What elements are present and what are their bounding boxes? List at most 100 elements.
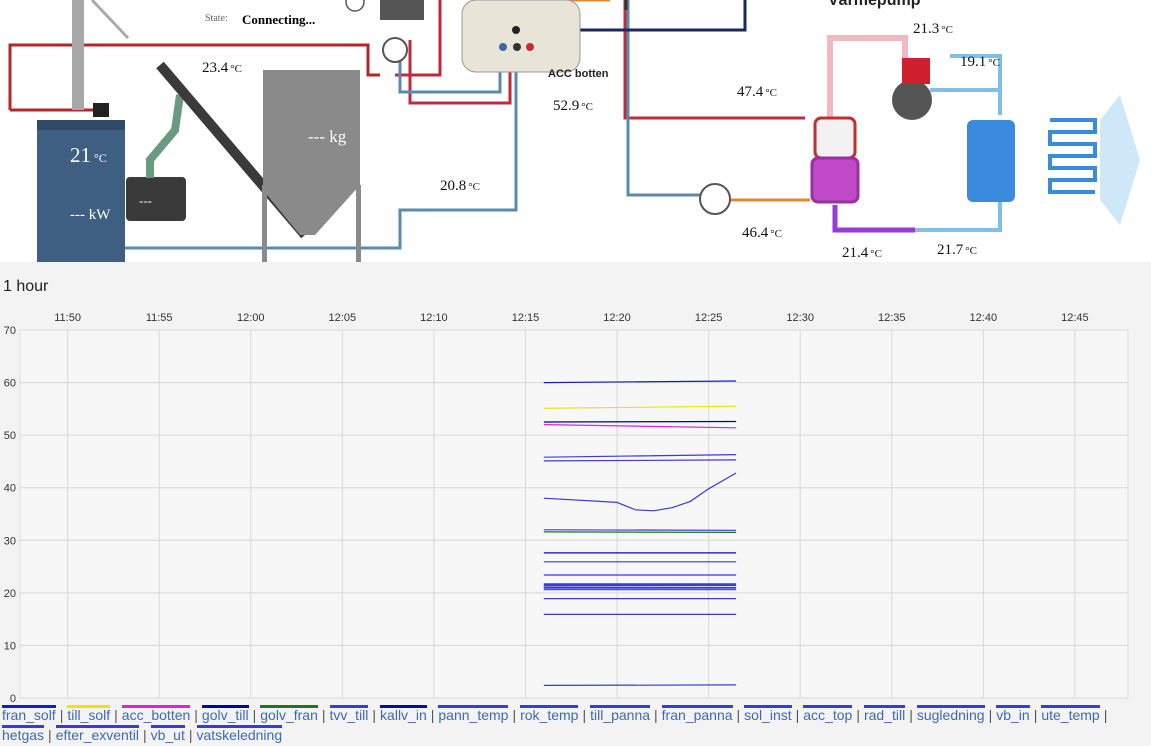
legend-label[interactable]: fran_panna	[661, 705, 733, 723]
legend-label[interactable]: rad_till	[863, 705, 906, 723]
pipe-blue-hp	[626, 0, 700, 197]
series-line-till_solf	[543, 405, 737, 409]
legend-label[interactable]: till_solf	[67, 705, 111, 723]
x-tick-label: 11:50	[54, 312, 81, 324]
pipe-red-acc	[408, 40, 512, 105]
series-line-rok_temp	[543, 459, 737, 462]
legend-separator: |	[430, 707, 435, 723]
legend-separator: |	[988, 707, 993, 723]
legend-item-golv_fran[interactable]: golv_fran|	[260, 705, 329, 725]
temp-acc-bottom: 52.9°C	[553, 98, 593, 114]
legend-item-ute_temp[interactable]: ute_temp|	[1041, 705, 1111, 725]
acc-port-4	[526, 43, 534, 51]
series-line-fran_solf	[543, 380, 737, 384]
temp-compressor-top: 21.3°C	[913, 21, 953, 37]
legend-item-acc_botten[interactable]: acc_botten|	[121, 705, 202, 725]
legend-label[interactable]: vb_ut	[150, 725, 185, 743]
y-tick-label: 40	[4, 483, 16, 495]
y-tick-label: 70	[4, 325, 16, 337]
temp-condenser-out: 21.4°C	[842, 245, 882, 261]
legend-item-rad_till[interactable]: rad_till|	[863, 705, 917, 725]
silo-leg-left	[262, 185, 267, 262]
y-tick-label: 60	[4, 378, 16, 390]
legend-label[interactable]: sugledning	[916, 705, 985, 723]
legend-label[interactable]: vb_in	[996, 705, 1030, 723]
pipe-blue-main	[125, 50, 518, 250]
temp-hp-in: 47.4°C	[737, 84, 777, 100]
silo-leg-right	[356, 185, 361, 262]
temp-hp-return: 46.4°C	[742, 225, 782, 241]
series-line-golv_till	[543, 420, 737, 423]
temp-evaporator-out: 21.7°C	[937, 242, 977, 258]
temp-boiler-out: 23.4°C	[202, 60, 242, 76]
hp-circ-pump	[699, 183, 731, 215]
acc-bottom-label: ACC botten	[548, 68, 609, 80]
series-line-acc_botten	[543, 424, 737, 429]
legend-item-sol_inst[interactable]: sol_inst|	[744, 705, 803, 725]
legend-label[interactable]: vatskeledning	[196, 725, 283, 743]
legend-separator: |	[48, 727, 52, 743]
legend-label[interactable]: acc_top	[803, 705, 853, 723]
state-label: State:	[205, 13, 228, 24]
pipe-navy-top	[530, 0, 747, 32]
series-line-pann_temp	[543, 472, 737, 512]
legend-label[interactable]: kallv_in	[380, 705, 427, 723]
legend-separator: |	[194, 707, 198, 723]
pipe-lightblue-top2	[950, 54, 1002, 90]
boiler-power: --- kW	[70, 207, 111, 223]
legend-item-sugledning[interactable]: sugledning|	[916, 705, 996, 725]
legend-label[interactable]: ute_temp	[1041, 705, 1100, 723]
legend-separator: |	[1103, 707, 1108, 723]
legend-item-golv_till[interactable]: golv_till|	[201, 705, 260, 725]
legend-label[interactable]: acc_botten	[121, 705, 191, 723]
legend-item-fran_solf[interactable]: fran_solf|	[2, 705, 67, 725]
legend-label[interactable]: golv_fran	[260, 705, 318, 723]
legend-item-acc_top[interactable]: acc_top|	[803, 705, 864, 725]
y-tick-label: 50	[4, 430, 16, 442]
pipe-purple-out	[832, 205, 915, 233]
pellet-weight: --- kg	[308, 127, 347, 146]
legend-item-efter_exventil[interactable]: efter_exventil|	[55, 725, 151, 745]
legend-item-kallv_in[interactable]: kallv_in|	[380, 705, 438, 725]
legend-item-vb_in[interactable]: vb_in|	[996, 705, 1041, 725]
legend-label[interactable]: sol_inst	[744, 705, 792, 723]
legend-item-tvv_till[interactable]: tvv_till|	[329, 705, 381, 725]
legend-label[interactable]: tvv_till	[329, 705, 369, 723]
legend-item-rok_temp[interactable]: rok_temp|	[520, 705, 590, 725]
chart-legend: fran_solf|till_solf|acc_botten|golv_till…	[2, 705, 1148, 745]
compressor-top	[902, 58, 930, 84]
legend-item-till_solf[interactable]: till_solf|	[67, 705, 121, 725]
legend-item-vatskeledning[interactable]: vatskeledning	[196, 725, 283, 745]
legend-item-hetgas[interactable]: hetgas|	[2, 725, 56, 745]
x-tick-label: 12:05	[329, 312, 357, 324]
temp-return: 20.8°C	[440, 178, 480, 194]
legend-label[interactable]: pann_temp	[438, 705, 509, 723]
legend-item-vb_ut[interactable]: vb_ut|	[150, 725, 197, 745]
legend-label[interactable]: fran_solf	[2, 705, 56, 723]
condenser-bottom	[810, 156, 860, 204]
legend-label[interactable]: till_panna	[590, 705, 651, 723]
pellet-silo	[263, 70, 360, 235]
pipe-pink-loop	[827, 35, 908, 120]
controller	[380, 0, 424, 20]
time-range-label[interactable]: 1 hour	[3, 278, 49, 295]
legend-separator: |	[582, 707, 587, 723]
plot-area	[19, 329, 1129, 699]
pipe-red-loop	[8, 43, 380, 110]
legend-separator: |	[654, 707, 658, 723]
legend-label[interactable]: golv_till	[201, 705, 249, 723]
legend-label[interactable]: hetgas	[2, 725, 45, 743]
legend-item-pann_temp[interactable]: pann_temp|	[438, 705, 520, 725]
state-value: Connecting...	[242, 12, 316, 27]
series-line-golv_fran	[543, 531, 737, 533]
legend-label[interactable]: efter_exventil	[55, 725, 139, 743]
x-tick-label: 12:40	[970, 312, 998, 324]
pipe-lightblue-top	[930, 88, 1002, 115]
legend-label[interactable]: rok_temp	[520, 705, 579, 723]
legend-item-fran_panna[interactable]: fran_panna|	[661, 705, 744, 725]
process-diagram: State: Connecting... ACC botten Värmepum…	[0, 0, 1151, 262]
boiler-temperature: 21°C	[70, 143, 107, 167]
legend-item-till_panna[interactable]: till_panna|	[590, 705, 662, 725]
acc-port-1	[512, 26, 520, 34]
